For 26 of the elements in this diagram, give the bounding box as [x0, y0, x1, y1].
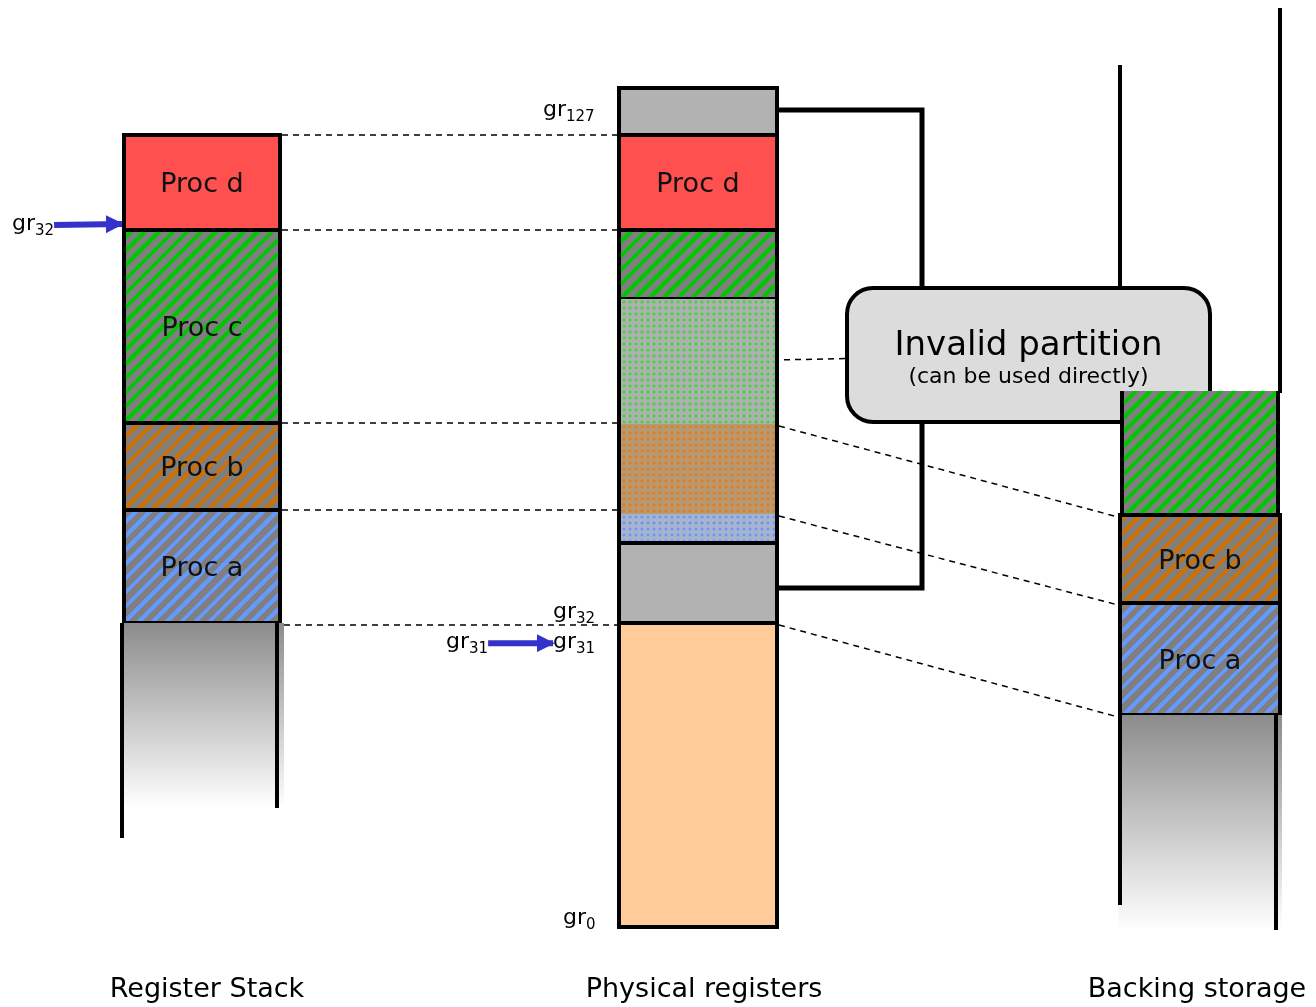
- segment-label: Proc d: [656, 167, 740, 198]
- dashed-line: [283, 624, 618, 626]
- fading-stack-region: [120, 623, 284, 838]
- callout-box: [845, 286, 1212, 424]
- dashed-line: [281, 134, 618, 136]
- arrow: [54, 215, 124, 234]
- dashed-line: [281, 422, 618, 424]
- arrow: [488, 634, 555, 653]
- dashed-line: [281, 509, 618, 511]
- register-segment: [617, 299, 779, 424]
- column-title: Backing storage: [1087, 972, 1307, 1003]
- register-label: gr$_{31}$: [446, 630, 489, 657]
- column-title: Register Stack: [109, 972, 305, 1003]
- register-segment: [617, 514, 779, 544]
- fading-stack-region: [1118, 715, 1282, 930]
- register-label: gr$_{0}$: [563, 906, 596, 933]
- register-label: gr$_{32}$: [12, 212, 55, 239]
- dashed-line: [281, 229, 618, 231]
- register-label: gr$_{127}$: [543, 98, 595, 125]
- register-segment: [617, 424, 779, 514]
- segment-label: Proc d: [160, 167, 244, 198]
- callout-note: (can be used directly): [908, 362, 1149, 388]
- column-title: Physical registers: [585, 972, 823, 1003]
- register-label: gr$_{31}$: [553, 630, 596, 657]
- callout-heading: Invalid partition: [894, 322, 1163, 363]
- register-label: gr$_{32}$: [553, 600, 596, 627]
